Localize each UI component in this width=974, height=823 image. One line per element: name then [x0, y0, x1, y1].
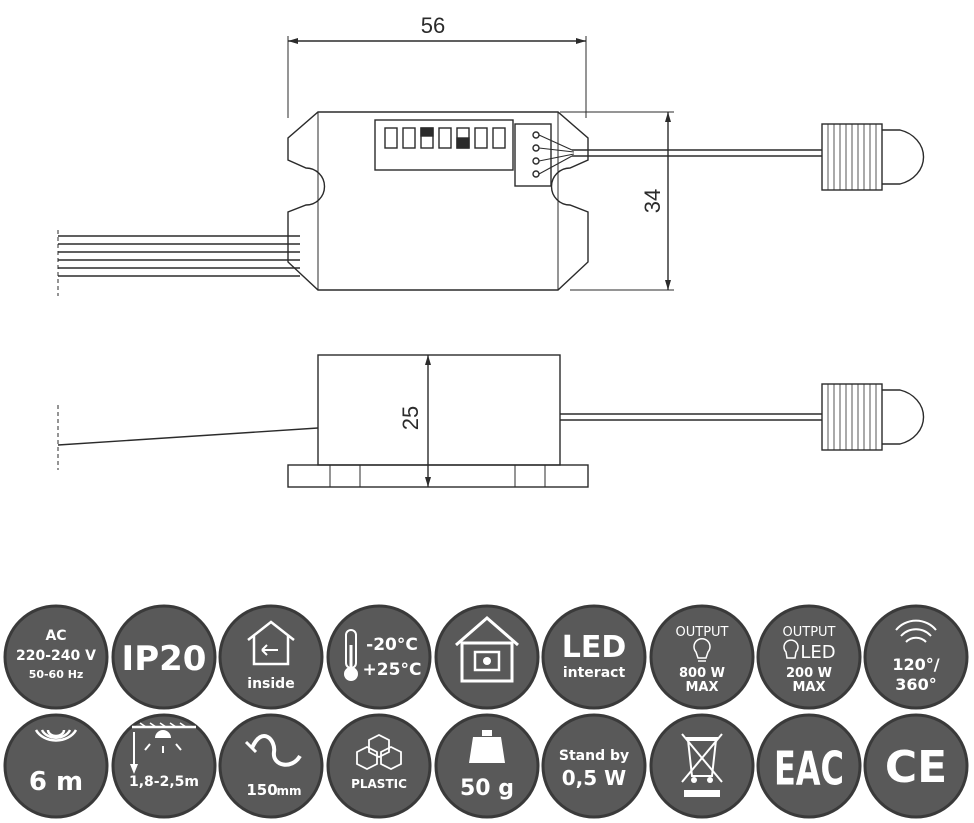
output-led-led: LED: [800, 642, 835, 663]
output-led-title: OUTPUT: [783, 625, 836, 640]
temperature-icon: -20°C +25°C: [326, 604, 432, 710]
dip-switch-block: [374, 119, 514, 171]
material-label: PLASTIC: [351, 777, 407, 791]
led-interact-icon: LED interact: [541, 604, 647, 710]
standby-power-icon: Stand by 0,5 W: [541, 713, 647, 819]
ip-rating-icon: IP20: [111, 604, 217, 710]
voltage-line-1: AC: [45, 628, 66, 644]
standby-line-2: 0,5 W: [562, 766, 626, 790]
weight-label: 50 g: [460, 776, 514, 801]
temperature-max: +25°C: [363, 660, 422, 680]
side-view: [57, 354, 925, 488]
voltage-line-3: 50-60 Hz: [29, 668, 84, 681]
power-wire-side: [57, 427, 319, 446]
detection-angle-icon: 120°/ 360°: [863, 604, 969, 710]
output-lamp-title: OUTPUT: [676, 625, 729, 640]
angle-line-1: 120°/: [892, 655, 939, 674]
sensor-body-side: [317, 354, 561, 466]
range-label: 6 m: [29, 767, 83, 797]
ce-label: CE: [885, 742, 947, 793]
mounting-height-icon: 1,8-2,5m: [111, 713, 217, 819]
cable-length-unit: mm: [276, 784, 301, 798]
led-sub: interact: [563, 665, 626, 681]
material-icon: PLASTIC: [326, 713, 432, 819]
cable-length-value: 150: [246, 781, 277, 799]
indoor-icon: inside: [218, 604, 324, 710]
angle-line-2: 360°: [895, 675, 936, 694]
voltage-line-2: 220-240 V: [16, 648, 96, 664]
ip-rating-label: IP20: [122, 639, 207, 679]
eac-mark-icon: EAC: [756, 713, 862, 819]
width-dimension-label: 56: [421, 13, 445, 38]
terminal-block: [514, 123, 552, 187]
output-led-value: 200 W: [786, 666, 832, 681]
voltage-icon: AC 220-240 V 50-60 Hz: [3, 604, 109, 710]
side-height-dimension-label: 25: [398, 406, 423, 430]
output-lamp-max: MAX: [685, 680, 718, 695]
cable-length-icon: 150 mm: [218, 713, 324, 819]
eac-label: EAC: [774, 743, 844, 796]
sensor-body-top: [287, 111, 589, 291]
height-dimension-label: 34: [640, 189, 665, 213]
crossed-bin-icon: [649, 713, 755, 819]
detection-range-icon: 6 m: [3, 713, 109, 819]
sensor-head-top: [821, 123, 925, 191]
height-label: 1,8-2,5m: [129, 774, 199, 790]
spec-icons-row-1: AC 220-240 V 50-60 Hz IP20 inside -20°C …: [3, 604, 969, 710]
indoor-label: inside: [247, 676, 294, 692]
standby-line-1: Stand by: [559, 748, 629, 764]
temperature-min: -20°C: [366, 635, 418, 655]
output-led-max: MAX: [792, 680, 825, 695]
weight-icon: 50 g: [434, 713, 540, 819]
output-led-icon: OUTPUT LED 200 W MAX: [756, 604, 862, 710]
output-lamp-value: 800 W: [679, 666, 725, 681]
top-view: [57, 36, 925, 296]
mounting-flange: [287, 464, 589, 488]
output-lamp-icon: OUTPUT 800 W MAX: [649, 604, 755, 710]
led-title: LED: [562, 630, 627, 665]
ce-mark-icon: CE: [863, 713, 969, 819]
ceiling-box-icon: [434, 604, 540, 710]
spec-icons-row-2: 6 m 1,8-2,5m 150 mm PLASTIC: [3, 713, 969, 819]
sensor-head-side: [821, 383, 925, 451]
